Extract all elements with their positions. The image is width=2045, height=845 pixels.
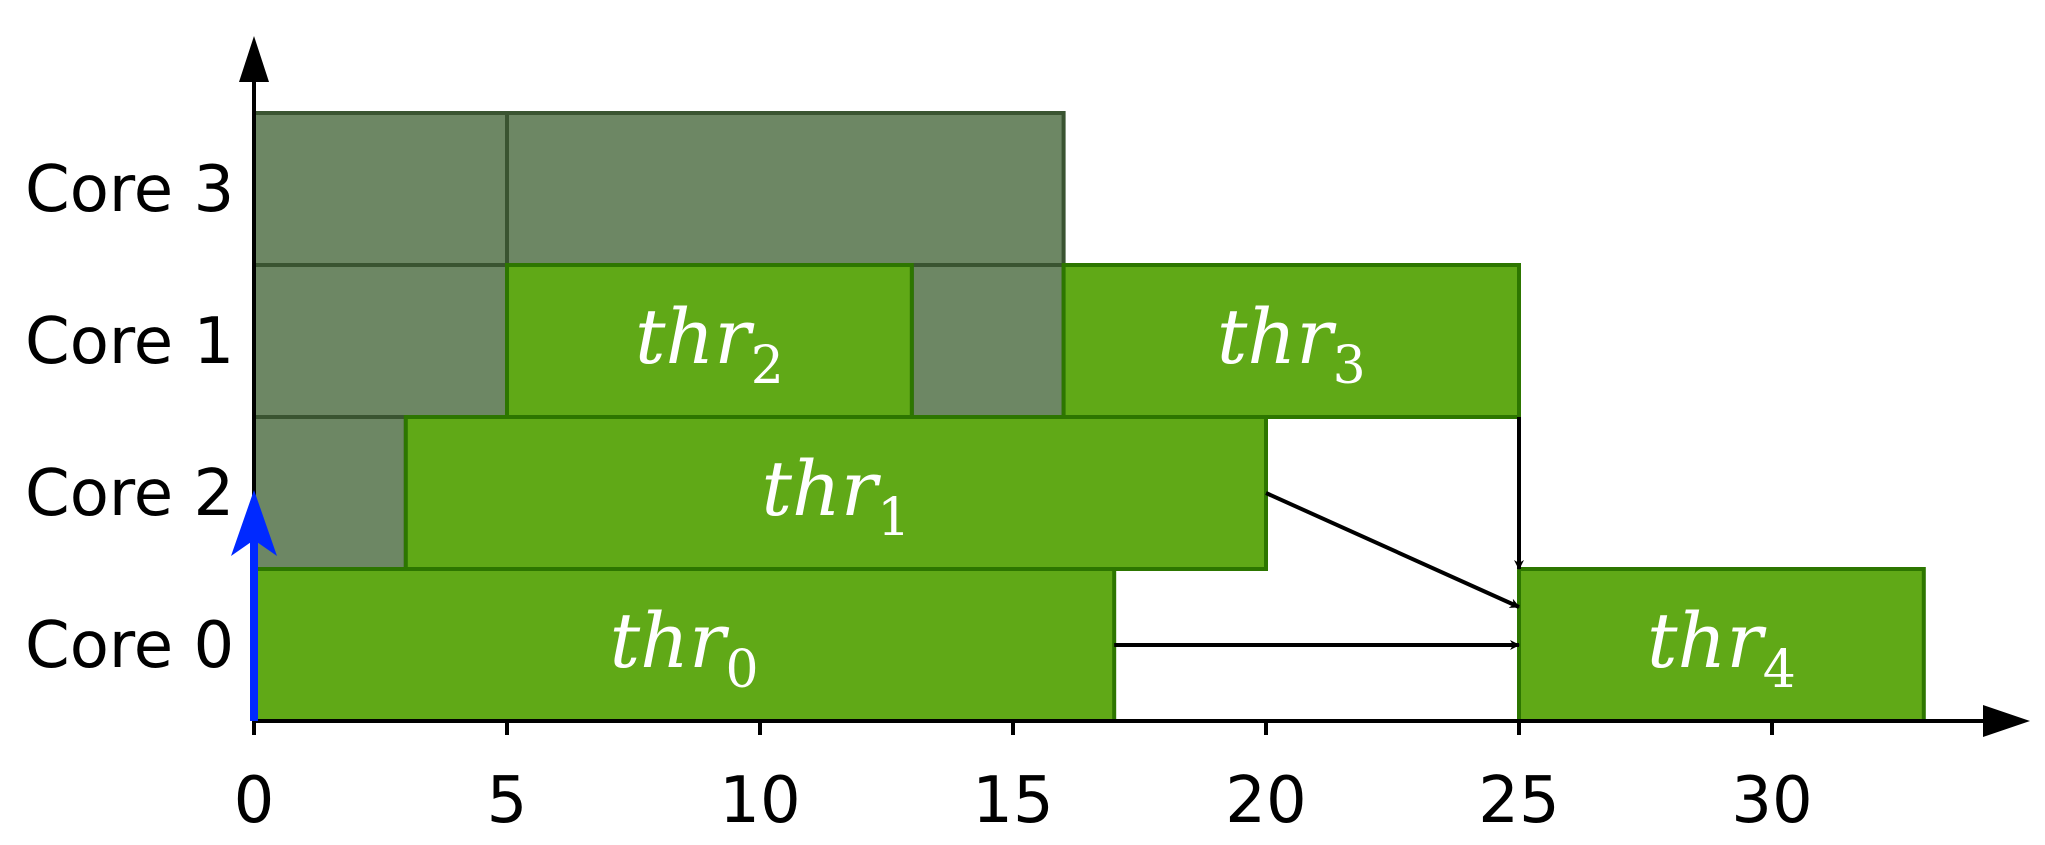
thread-label-subscript: 2: [751, 336, 784, 396]
row-label-core2: Core 2: [25, 457, 234, 531]
x-tick-label: 5: [487, 764, 528, 838]
thread-label-thr3: thr3: [1217, 292, 1366, 396]
row-label-core3: Core 3: [25, 153, 234, 227]
idle-block-idle-core1-b: [909, 263, 1066, 419]
thread-label-base: thr: [761, 444, 881, 533]
thread-block-thr0: [252, 567, 1117, 723]
thread-label-base: thr: [635, 292, 755, 381]
thread-label-subscript: 1: [877, 488, 910, 548]
x-axis-arrowhead: [1983, 705, 2030, 737]
idle-block-idle-core1-a: [252, 263, 509, 419]
x-tick-labels: 0 5 10 15 20 25 30: [234, 764, 1813, 838]
row-label-core0: Core 0: [25, 609, 234, 683]
thread-label-thr0: thr0: [610, 596, 759, 700]
thread-block-thr3: [1061, 263, 1521, 419]
thread-label-subscript: 3: [1333, 336, 1366, 396]
x-tick-label: 30: [1731, 764, 1812, 838]
thread-label-thr1: thr1: [761, 444, 910, 548]
row-labels: Core 3 Core 1 Core 2 Core 0: [25, 153, 234, 683]
row-label-core1: Core 1: [25, 305, 234, 379]
axes: [231, 36, 2030, 737]
thread-label-base: thr: [1217, 292, 1337, 381]
thread-label-thr2: thr2: [635, 292, 784, 396]
thread-block-thr2: [505, 263, 914, 419]
x-tick-label: 0: [234, 764, 275, 838]
x-tick-label: 15: [972, 764, 1053, 838]
y-axis-arrowhead: [239, 36, 269, 82]
thread-block-thr1: [403, 415, 1268, 571]
dependency-arrow-dep-thr1-thr4: [1265, 491, 1520, 609]
thread-label-thr4: thr4: [1647, 596, 1796, 700]
x-tick-label: 20: [1225, 764, 1306, 838]
thread-block-thr4: [1517, 567, 1926, 723]
idle-block-idle-core3-b: [505, 111, 1066, 267]
start-marker-arrowhead: [231, 490, 277, 556]
idle-block-idle-core2-a: [252, 415, 408, 571]
x-tick-label: 10: [719, 764, 800, 838]
idle-block-idle-core3-a: [252, 111, 509, 267]
thread-label-base: thr: [610, 596, 730, 685]
x-tick-label: 25: [1478, 764, 1559, 838]
thread-label-base: thr: [1647, 596, 1767, 685]
thread-label-subscript: 4: [1763, 640, 1796, 700]
dependency-arrows: [1114, 417, 1524, 650]
thread-label-subscript: 0: [725, 640, 758, 700]
